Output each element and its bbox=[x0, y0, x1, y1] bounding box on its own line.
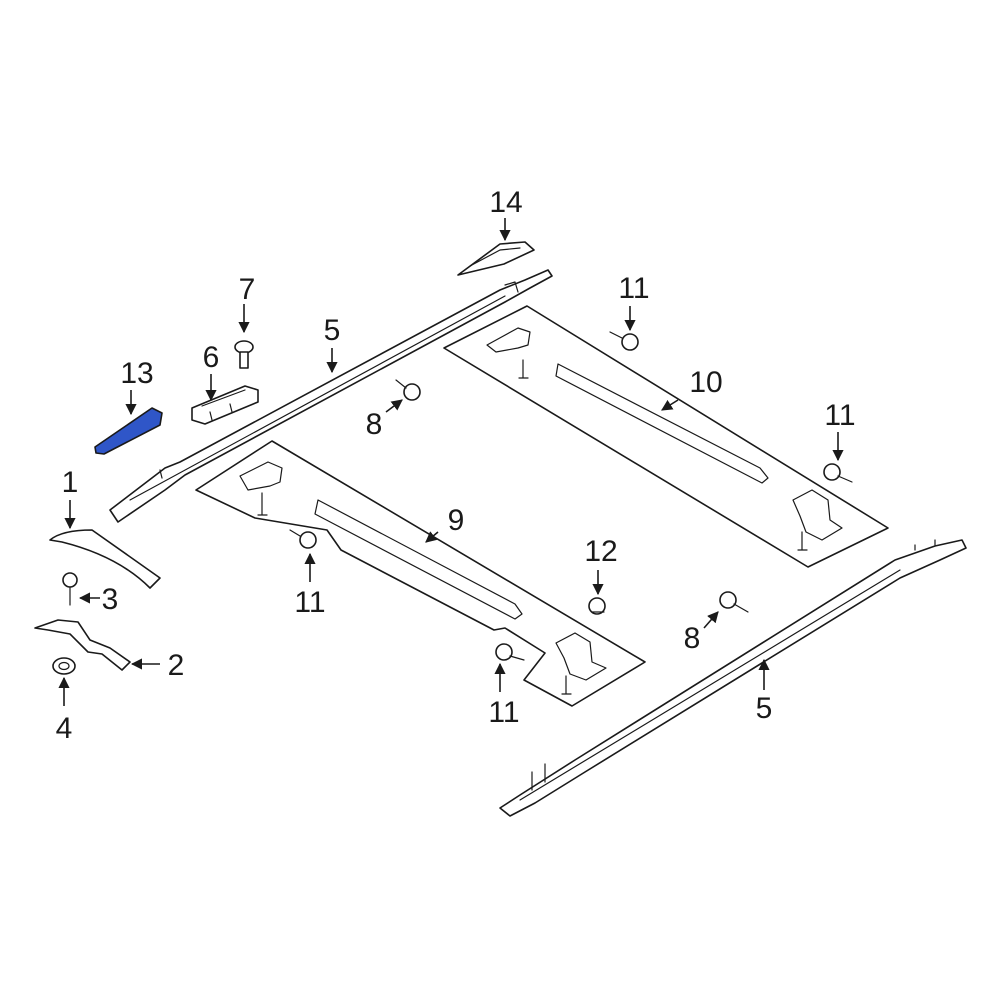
part-4-nut[interactable] bbox=[52, 657, 76, 675]
callout-11-c: 11 bbox=[294, 586, 325, 619]
part-5-roof-rail-upper[interactable] bbox=[109, 269, 553, 523]
part-11-bolt-b[interactable] bbox=[823, 463, 853, 483]
callout-5-lower: 5 bbox=[756, 692, 773, 725]
callout-10: 10 bbox=[689, 366, 722, 399]
part-8-bolt-lower[interactable] bbox=[719, 591, 749, 613]
callout-6: 6 bbox=[203, 341, 220, 374]
part-5-roof-rail-lower[interactable] bbox=[499, 539, 967, 817]
part-11-bolt-d[interactable] bbox=[495, 643, 525, 661]
part-1-front-trim[interactable] bbox=[49, 529, 161, 589]
leader-lines bbox=[58, 218, 844, 706]
part-9-roof-panel-front[interactable] bbox=[195, 440, 646, 707]
callout-3: 3 bbox=[102, 583, 119, 616]
callout-8-upper: 8 bbox=[366, 408, 383, 441]
part-12-clip[interactable] bbox=[588, 597, 606, 615]
callout-11-a: 11 bbox=[618, 272, 649, 305]
callout-11-b: 11 bbox=[824, 399, 855, 432]
part-7-bolt[interactable] bbox=[234, 340, 254, 369]
callout-14: 14 bbox=[489, 186, 522, 219]
part-8-bolt-upper[interactable] bbox=[395, 379, 421, 401]
callout-11-d: 11 bbox=[488, 696, 519, 729]
callout-2: 2 bbox=[168, 649, 185, 682]
callout-7: 7 bbox=[239, 273, 256, 306]
callout-12: 12 bbox=[584, 535, 617, 568]
callout-labels: 1 2 3 4 5 5 6 7 8 8 9 10 11 11 11 11 12 … bbox=[56, 186, 856, 745]
callout-1: 1 bbox=[62, 466, 79, 499]
part-10-roof-panel-rear[interactable] bbox=[443, 305, 889, 568]
part-13-front-rail-cover[interactable] bbox=[94, 407, 163, 455]
callout-9: 9 bbox=[448, 504, 465, 537]
callout-4: 4 bbox=[56, 712, 73, 745]
part-11-bolt-c[interactable] bbox=[289, 529, 317, 549]
callout-8-lower: 8 bbox=[684, 622, 701, 655]
part-3-screw[interactable] bbox=[62, 572, 78, 606]
part-6-rail-bracket[interactable] bbox=[191, 385, 259, 425]
callout-13: 13 bbox=[120, 357, 153, 390]
part-11-bolt-a[interactable] bbox=[609, 331, 639, 351]
callout-5-upper: 5 bbox=[324, 314, 341, 347]
part-2-front-seal[interactable] bbox=[34, 619, 131, 671]
part-14-rail-end-cap[interactable] bbox=[457, 241, 535, 276]
